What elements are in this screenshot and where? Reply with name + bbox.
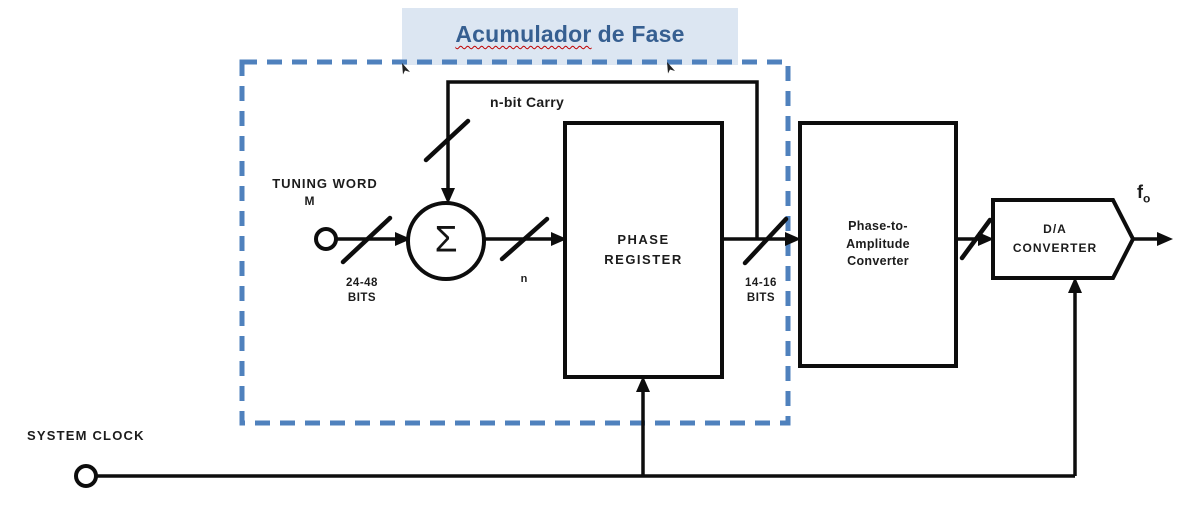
output-bus-width-line2: BITS — [746, 292, 776, 304]
dac-label: D/A CONVERTER — [993, 200, 1117, 278]
stray-mark-right — [667, 62, 675, 74]
arrow-clock-register — [636, 376, 650, 392]
tuning-word-label: TUNING WORD — [272, 176, 378, 191]
carry-feedback-wire — [446, 80, 759, 239]
arrow-into-register — [551, 232, 567, 246]
n-bit-carry-label: n-bit Carry — [490, 94, 565, 110]
slash-dac-bus — [959, 217, 993, 261]
arrow-into-dac — [978, 232, 994, 246]
slash-adder-bus — [499, 216, 550, 262]
banner-title-rest: de Fase — [597, 21, 685, 47]
arrow-carry-down — [441, 188, 455, 204]
bus-slashes — [340, 118, 993, 266]
output-bus-width-label: 14-16 BITS — [745, 276, 777, 306]
input-bus-width-label: 24-48 BITS — [346, 276, 378, 306]
dac-pentagon — [991, 198, 1136, 280]
dac-line1: D/A — [1043, 222, 1067, 236]
arrowheads — [395, 188, 1173, 392]
system-clock-terminal — [74, 464, 98, 488]
phase-register-line1: PHASE — [617, 232, 670, 247]
phase-register-box — [563, 121, 724, 379]
arrow-into-adder — [395, 232, 411, 246]
arrow-into-p2a — [785, 232, 801, 246]
banner-title-word: Acumulador — [455, 21, 592, 47]
phase-to-amplitude-label: Phase-to- Amplitude Converter — [800, 123, 956, 366]
slash-carry-bus — [423, 118, 471, 163]
slash-register-bus — [742, 216, 789, 266]
adder-circle — [406, 201, 486, 281]
slash-tuning-bus — [340, 215, 393, 265]
output-bus-width-line1: 14-16 — [745, 277, 777, 289]
dac-line2: CONVERTER — [1012, 241, 1098, 255]
input-bus-width-line1: 24-48 — [346, 277, 378, 289]
tuning-word-terminal — [314, 227, 338, 251]
tuning-word-m-label: M — [304, 194, 316, 208]
phase-to-amplitude-box — [798, 121, 958, 368]
fo-main: f — [1137, 182, 1143, 202]
input-bus-width-line2: BITS — [347, 292, 377, 304]
p2a-line3: Converter — [847, 254, 909, 269]
arrow-clock-dac — [1068, 277, 1082, 293]
phase-register-line2: REGISTER — [604, 252, 683, 267]
output-frequency-label: fo — [1137, 182, 1150, 206]
sigma-symbol: Σ — [434, 218, 458, 260]
p2a-line2: Amplitude — [846, 236, 910, 251]
phase-register-label: PHASE REGISTER — [565, 123, 722, 377]
fo-subscript: o — [1143, 191, 1151, 206]
arrow-output — [1157, 232, 1173, 246]
adder-bus-width-label: n — [520, 273, 528, 285]
system-clock-label: SYSTEM CLOCK — [27, 428, 145, 443]
p2a-line1: Phase-to- — [848, 219, 908, 234]
stray-mark-left — [402, 63, 410, 75]
